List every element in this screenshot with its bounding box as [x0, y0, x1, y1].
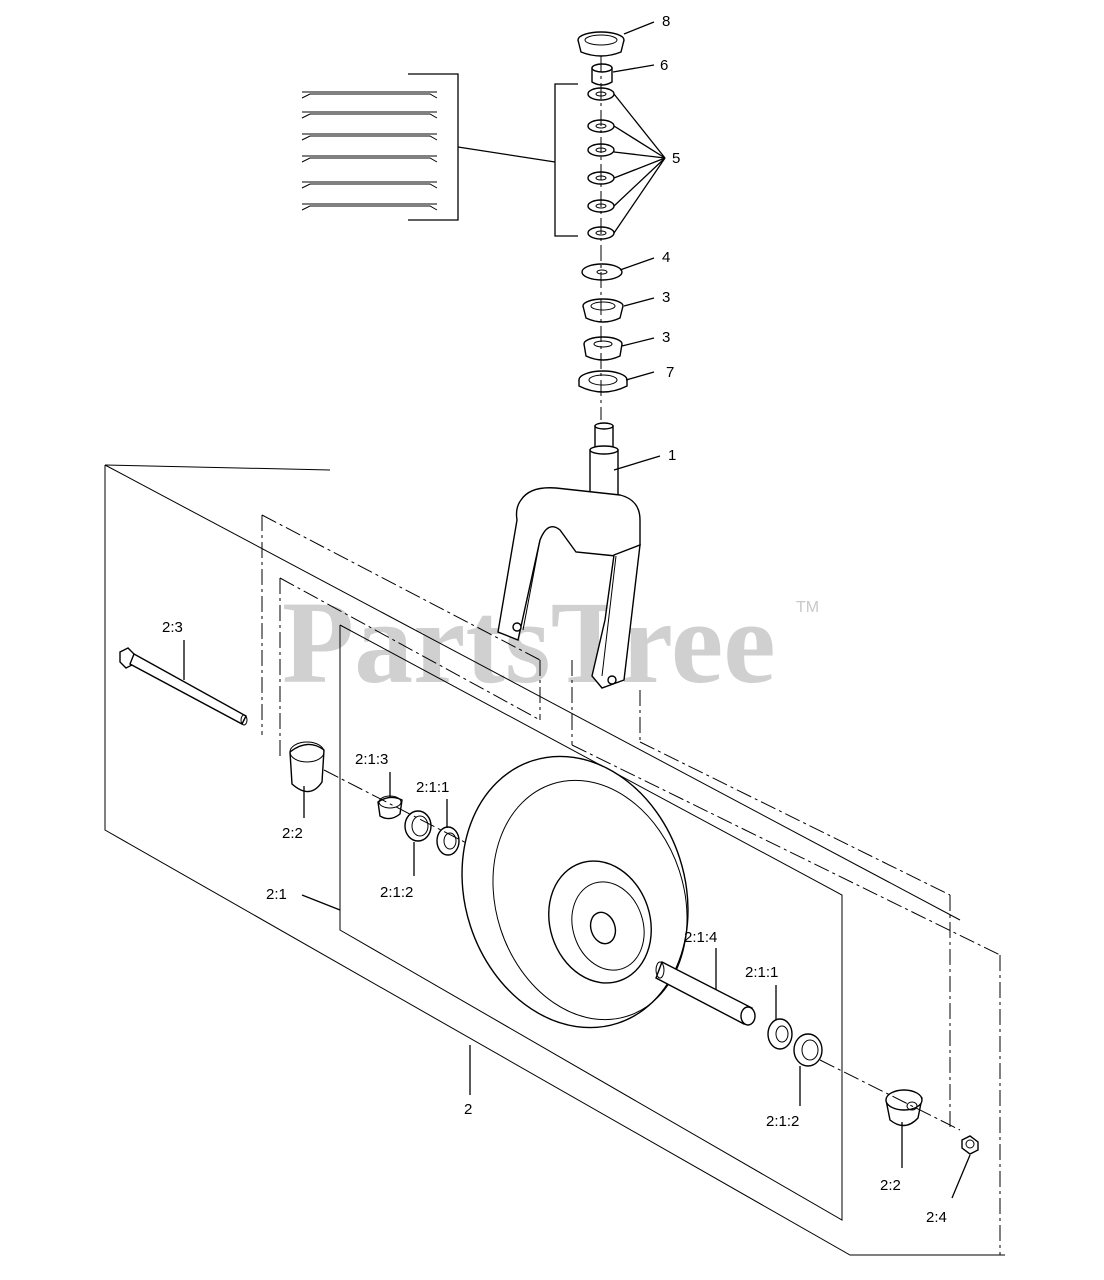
shim-stack-detail [301, 73, 556, 221]
roller-bearing-left [436, 826, 460, 856]
callout-3-lower: 3 [662, 329, 670, 346]
callout-2-1-1-right: 2:1:1 [745, 964, 778, 981]
callout-7: 7 [666, 364, 674, 381]
roller-bearing-right [767, 1018, 793, 1050]
callout-labels: 8 6 5 4 3 3 7 1 2:3 2:1:3 2:1:1 2:2 2:1:… [162, 13, 947, 1226]
leader-lines [183, 21, 971, 1199]
axle-bolt [119, 647, 248, 726]
spacer-right [885, 1089, 923, 1127]
bearing-race-right [793, 1033, 823, 1067]
callout-2-1-2-left: 2:1:2 [380, 884, 413, 901]
bushing [377, 795, 403, 820]
upper-bearing [582, 298, 624, 323]
callout-1: 1 [668, 447, 676, 464]
callout-5: 5 [672, 150, 680, 167]
axle-centerline-right [819, 1059, 961, 1131]
bearing-race-left [404, 810, 432, 842]
callout-2-2-left: 2:2 [282, 825, 303, 842]
callout-2-1-1-left: 2:1:1 [416, 779, 449, 796]
callout-8: 8 [662, 13, 670, 30]
callout-2-3: 2:3 [162, 619, 183, 636]
callout-2-1-3: 2:1:3 [355, 751, 388, 768]
callout-2-4: 2:4 [926, 1209, 947, 1226]
axle-tube [655, 961, 756, 1026]
wheel-tire [461, 755, 689, 1029]
axle-nut [961, 1135, 979, 1155]
seal-cap [577, 31, 625, 57]
caster-fork [497, 422, 641, 689]
shim-bracket [554, 83, 578, 237]
lower-bearing [583, 336, 623, 361]
spacer-left [289, 741, 325, 793]
callout-2-2-right: 2:2 [880, 1177, 901, 1194]
callout-2-1-4: 2:1:4 [684, 929, 717, 946]
callout-2-1: 2:1 [266, 886, 287, 903]
callout-6: 6 [660, 57, 668, 74]
lock-nut [591, 63, 613, 86]
callout-3-upper: 3 [662, 289, 670, 306]
bearing-cup [578, 370, 628, 393]
callout-2-1-2-right: 2:1:2 [766, 1113, 799, 1130]
assembly-outline [104, 464, 1005, 1256]
callout-2: 2 [464, 1101, 472, 1118]
callout-4: 4 [662, 249, 670, 266]
flat-washer [581, 263, 623, 281]
watermark-trademark: TM [796, 599, 819, 616]
axle-centerline-left [323, 769, 481, 851]
